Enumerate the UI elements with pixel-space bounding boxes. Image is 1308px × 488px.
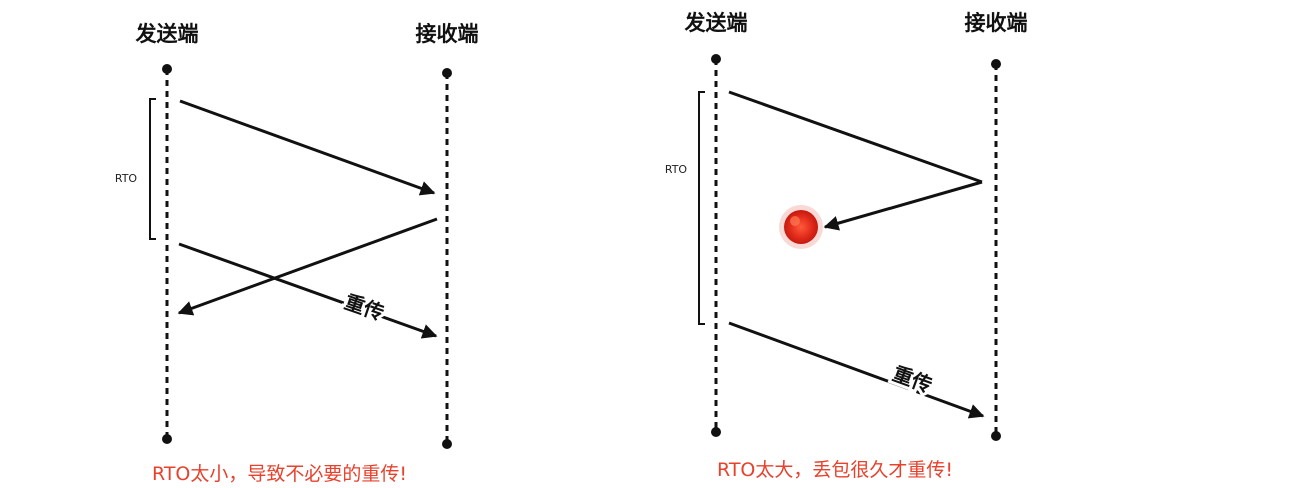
packet-loss-icon: [779, 205, 823, 249]
receiver-timeline-end-dot: [442, 439, 452, 449]
retransmission-arrow: [178, 242, 438, 339]
lost-ack-arrow: [823, 180, 983, 231]
sender-label: 发送端: [135, 22, 199, 46]
caption: RTO太小，导致不必要的重传!: [152, 463, 407, 485]
receiver-timeline-end-dot: [991, 431, 1001, 441]
rto-interval-bracket: [149, 98, 156, 240]
original-segment-arrow: [728, 90, 983, 184]
panel-rto-too-large: 发送端 接收端 RTO 重传 RTO太大，丢包很久才重传!: [665, 11, 1028, 481]
sender-label: 发送端: [684, 11, 748, 35]
caption: RTO太大，丢包很久才重传!: [717, 459, 953, 481]
rto-interval-bracket: [698, 91, 705, 325]
panel-rto-too-small: 发送端 接收端 RTO 重传 RTO太小，导致不必要的重传!: [115, 22, 479, 485]
original-segment-arrow: [179, 99, 436, 196]
rto-label: RTO: [665, 163, 688, 176]
sender-timeline-end-dot: [162, 434, 172, 444]
rto-label: RTO: [115, 172, 138, 185]
receiver-label: 接收端: [965, 11, 1028, 35]
receiver-label: 接收端: [416, 22, 479, 46]
ack-arrow: [177, 217, 438, 316]
retransmission-arrow: [728, 321, 985, 419]
sender-timeline-end-dot: [711, 427, 721, 437]
retransmit-label: 重传: [889, 361, 935, 397]
retransmit-label: 重传: [341, 290, 387, 326]
